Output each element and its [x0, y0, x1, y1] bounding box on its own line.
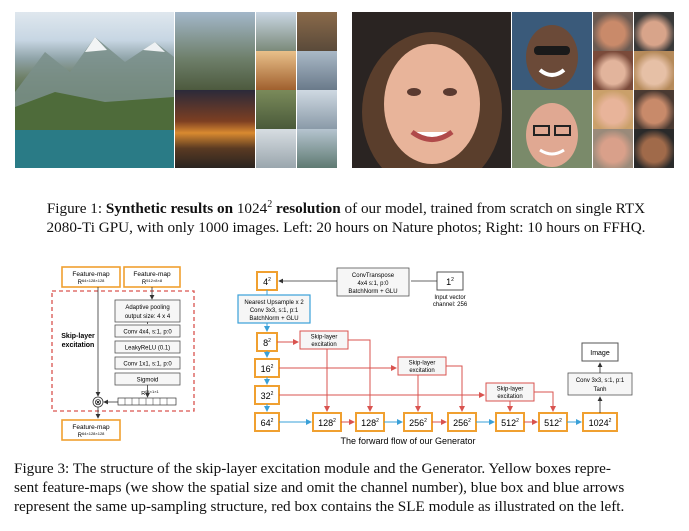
nature-photo-medium-1	[175, 12, 255, 90]
gen-node-1024: 10242	[583, 413, 617, 431]
face-photo-medium-1	[512, 12, 592, 90]
gen-image-box: Image	[582, 343, 618, 361]
figure3-caption-line2: sent feature-maps (we show the spatial s…	[14, 478, 678, 497]
multiply-symbol: ⊗	[94, 397, 102, 407]
face-photo-small-6	[634, 90, 674, 129]
gen-sle-box-1: Skip-layer excitation	[300, 331, 348, 349]
figure3-caption-line3: represent the same up-sampling structure…	[14, 497, 678, 516]
svg-text:10242: 10242	[589, 418, 612, 428]
gen-input-node: 12	[437, 272, 463, 290]
sle-input-high-box: Feature-map R512×8×8	[124, 267, 180, 287]
svg-text:Tanh: Tanh	[593, 387, 606, 393]
gen-node-4: 42	[257, 272, 277, 290]
svg-text:Skip-layer: Skip-layer	[311, 335, 338, 341]
sle-input-low-box: Feature-map R64×128×128	[62, 267, 120, 287]
face-photo-grid	[352, 12, 674, 168]
caption-math: 10242	[237, 200, 272, 217]
svg-text:LeakyReLU (0.1): LeakyReLU (0.1)	[125, 346, 170, 352]
sle-input-high-label: Feature-map	[133, 271, 171, 278]
gen-node-64: 642	[255, 413, 279, 431]
sle-module: Feature-map R64×128×128 Feature-map R512…	[52, 267, 194, 440]
gen-node-128a: 1282	[313, 413, 341, 431]
gen-node-256a: 2562	[404, 413, 432, 431]
face-photo-small-2	[634, 12, 674, 51]
face-photo-small-4	[634, 51, 674, 90]
generator-flow-caption: The forward flow of our Generator	[340, 436, 475, 446]
sle-leaky-box: LeakyReLU (0.1)	[115, 341, 180, 353]
nature-photo-small-8	[297, 129, 337, 168]
gen-node-128b: 1282	[356, 413, 384, 431]
sle-conv1-box: Conv 1x1, s:1, p:0	[115, 357, 180, 369]
face-photo-small-5	[593, 90, 633, 129]
svg-text:output size: 4 x 4: output size: 4 x 4	[125, 314, 171, 320]
face-photo-large	[352, 12, 511, 168]
gen-node-16: 162	[255, 359, 279, 377]
svg-text:Image: Image	[590, 350, 610, 357]
nature-photo-small-4	[297, 51, 337, 90]
sle-input-low-label: Feature-map	[72, 271, 110, 278]
face-photo-small-3	[593, 51, 633, 90]
svg-text:Feature-map: Feature-map	[72, 424, 110, 431]
svg-text:4x4 s:1, p:0: 4x4 s:1, p:0	[357, 281, 389, 287]
figure1-caption-line1: Figure 1: Synthetic results on 10242 res…	[14, 195, 678, 218]
svg-text:Conv 3x3, s:1, p:1: Conv 3x3, s:1, p:1	[576, 378, 625, 384]
nature-photo-small-5	[256, 90, 296, 129]
nature-photo-small-7	[256, 129, 296, 168]
face-photo-small-8	[634, 129, 674, 168]
gen-upsample-box: Nearest Upsample x 2 Conv 3x3, s:1, p:1 …	[238, 295, 310, 323]
face-photo-small-1	[593, 12, 633, 51]
svg-text:BatchNorm + GLU: BatchNorm + GLU	[348, 289, 397, 295]
nature-photo-grid	[15, 12, 337, 168]
nature-photo-small-6	[297, 90, 337, 129]
svg-text:BatchNorm + GLU: BatchNorm + GLU	[249, 316, 298, 322]
svg-text:Conv 4x4, s:1, p:0: Conv 4x4, s:1, p:0	[123, 330, 172, 336]
nature-photo-medium-2	[175, 90, 255, 168]
svg-text:ConvTranspose: ConvTranspose	[352, 273, 395, 279]
nature-photo-small-3	[256, 51, 296, 90]
svg-text:Conv 1x1, s:1, p:0: Conv 1x1, s:1, p:0	[123, 362, 172, 368]
gen-sle-box-2: Skip-layer excitation	[398, 357, 446, 375]
svg-text:Adaptive pooling: Adaptive pooling	[125, 305, 169, 311]
figure3-diagram: Feature-map R64×128×128 Feature-map R512…	[0, 262, 689, 447]
input-vector-label-1: Input vector	[434, 295, 465, 301]
figure1-caption: Figure 1: Synthetic results on 10242 res…	[14, 195, 678, 237]
gen-final-conv-box: Conv 3x3, s:1, p:1 Tanh	[568, 373, 632, 395]
face-photo-small-7	[593, 129, 633, 168]
sle-pool-box: Adaptive pooling output size: 4 x 4	[115, 300, 180, 322]
sle-vector: R64×1×1	[118, 389, 176, 405]
sle-module-title-1: Skip-layer	[61, 333, 95, 340]
sle-conv4-box: Conv 4x4, s:1, p:0	[115, 325, 180, 337]
gen-node-8: 82	[257, 333, 277, 351]
figure1-caption-line2: 2080-Ti GPU, with only 1000 images. Left…	[14, 218, 678, 237]
generator-diagram: 12 Input vector channel: 256 ConvTranspo…	[238, 268, 632, 446]
svg-text:Sigmoid: Sigmoid	[137, 378, 159, 384]
nature-photo-small-1	[256, 12, 296, 51]
gen-convtranspose-box: ConvTranspose 4x4 s:1, p:0 BatchNorm + G…	[337, 268, 409, 296]
sle-output-box: Feature-map R64×128×128	[62, 420, 120, 440]
svg-text:Skip-layer: Skip-layer	[409, 361, 436, 367]
gen-sle-box-3: Skip-layer excitation	[486, 383, 534, 401]
gen-node-256b: 2562	[448, 413, 476, 431]
face-photo-medium-2	[512, 90, 592, 168]
svg-text:Conv 3x3, s:1, p:1: Conv 3x3, s:1, p:1	[250, 308, 299, 314]
svg-text:Nearest Upsample x 2: Nearest Upsample x 2	[244, 300, 304, 306]
input-vector-label-2: channel: 256	[433, 302, 468, 308]
svg-text:excitation: excitation	[409, 368, 434, 374]
gen-node-512b: 5122	[539, 413, 567, 431]
svg-text:excitation: excitation	[497, 394, 522, 400]
gen-node-32: 322	[255, 386, 279, 404]
nature-photo-large	[15, 12, 174, 168]
svg-text:excitation: excitation	[311, 342, 336, 348]
gen-node-512a: 5122	[496, 413, 524, 431]
svg-text:Skip-layer: Skip-layer	[497, 387, 524, 393]
nature-photo-small-2	[297, 12, 337, 51]
sle-sigmoid-box: Sigmoid	[115, 373, 180, 385]
sle-vector-dim: R64×1×1	[141, 389, 159, 397]
sle-module-title-2: excitation	[62, 342, 95, 349]
figure3-caption: Figure 3: The structure of the skip-laye…	[14, 459, 678, 516]
figure3-caption-line1: Figure 3: The structure of the skip-laye…	[14, 459, 678, 478]
